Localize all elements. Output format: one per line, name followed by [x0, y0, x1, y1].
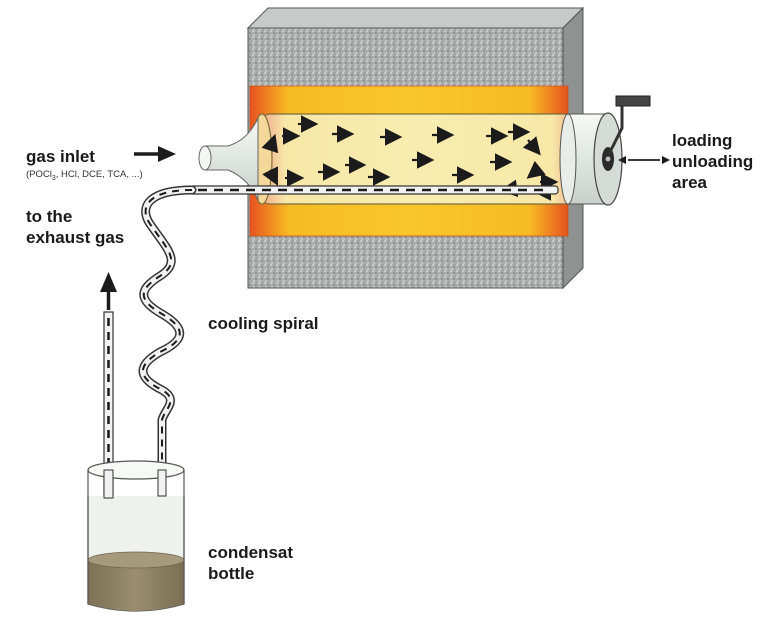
- gas-species-prefix: (POCl: [26, 169, 52, 180]
- gas-inlet-arrow: [134, 146, 176, 162]
- gas-species-suffix: , HCl, DCE, TCA, ...): [55, 169, 143, 180]
- loading-crank-handle: [607, 95, 651, 155]
- exhaust-label-line1: to the: [26, 207, 73, 226]
- loading-door: [559, 112, 623, 206]
- loading-label-line3: area: [672, 173, 707, 192]
- gas-flow-arrows: [261, 115, 559, 201]
- cooling-spiral: [138, 185, 197, 497]
- exhaust-label-line2: exhaust gas: [26, 228, 125, 247]
- condensat-label-line2: bottle: [208, 564, 255, 583]
- exhaust-up-arrow: [100, 272, 117, 310]
- gas-inlet-species-label: (POCl3, HCl, DCE, TCA, ...): [26, 169, 143, 182]
- cooling-spiral-label: cooling spiral: [208, 314, 319, 333]
- condensat-bottle-label: condensat bottle: [208, 542, 293, 584]
- gas-species-subscript: 3: [51, 174, 56, 182]
- condensate-bottle: [87, 460, 185, 612]
- exhaust-label: to the exhaust gas: [26, 206, 124, 248]
- gas-inlet-funnel: [198, 117, 259, 201]
- exhaust-tube: [189, 185, 559, 195]
- loading-label: loading unloading area: [672, 130, 753, 193]
- loading-label-line1: loading: [672, 131, 733, 150]
- gas-inlet-label: gas inlet: [26, 147, 95, 166]
- condensat-label-line1: condensat: [208, 543, 294, 562]
- loading-double-arrow: [618, 156, 670, 164]
- loading-label-line2: unloading: [672, 152, 754, 171]
